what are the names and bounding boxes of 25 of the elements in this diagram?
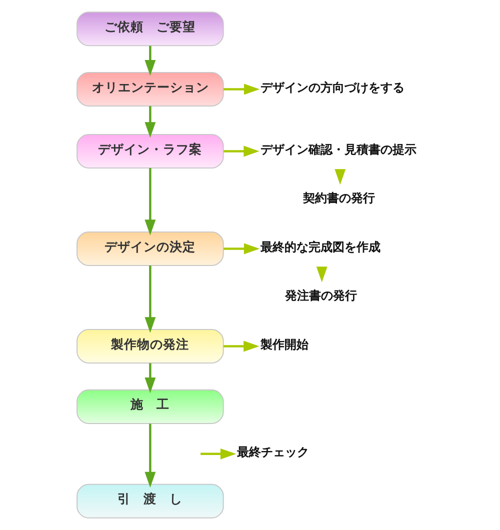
node-box: 製作物の発注 <box>76 329 224 364</box>
arrow <box>223 243 260 254</box>
node-box: オリエンテーション <box>76 72 224 107</box>
node-text: 発注書の発行 <box>284 288 356 303</box>
arrow <box>144 424 156 488</box>
arrow <box>144 266 156 333</box>
node-box: ご依頼 ご要望 <box>76 12 224 46</box>
arrow <box>144 106 156 138</box>
node-text: 契約書の発行 <box>302 191 375 206</box>
arrow <box>144 168 156 236</box>
node-text: 最終チェック <box>236 445 309 460</box>
node-text: デザインの方向づけをする <box>260 80 404 94</box>
node-text: デザイン確認・見積書の提示 <box>260 142 416 156</box>
node-box: 引 渡 し <box>76 484 224 518</box>
arrow <box>200 448 236 460</box>
node-text: 製作開始 <box>260 337 308 352</box>
arrow <box>144 46 156 76</box>
node-box: 施 工 <box>76 389 224 424</box>
node-box: デザイン・ラフ案 <box>76 134 224 168</box>
node-box: デザインの決定 <box>76 231 224 266</box>
arrow <box>223 340 259 352</box>
arrow <box>223 146 259 157</box>
arrow <box>144 363 156 394</box>
arrow <box>222 84 260 95</box>
node-text: 最終的な完成図を作成 <box>260 240 380 254</box>
